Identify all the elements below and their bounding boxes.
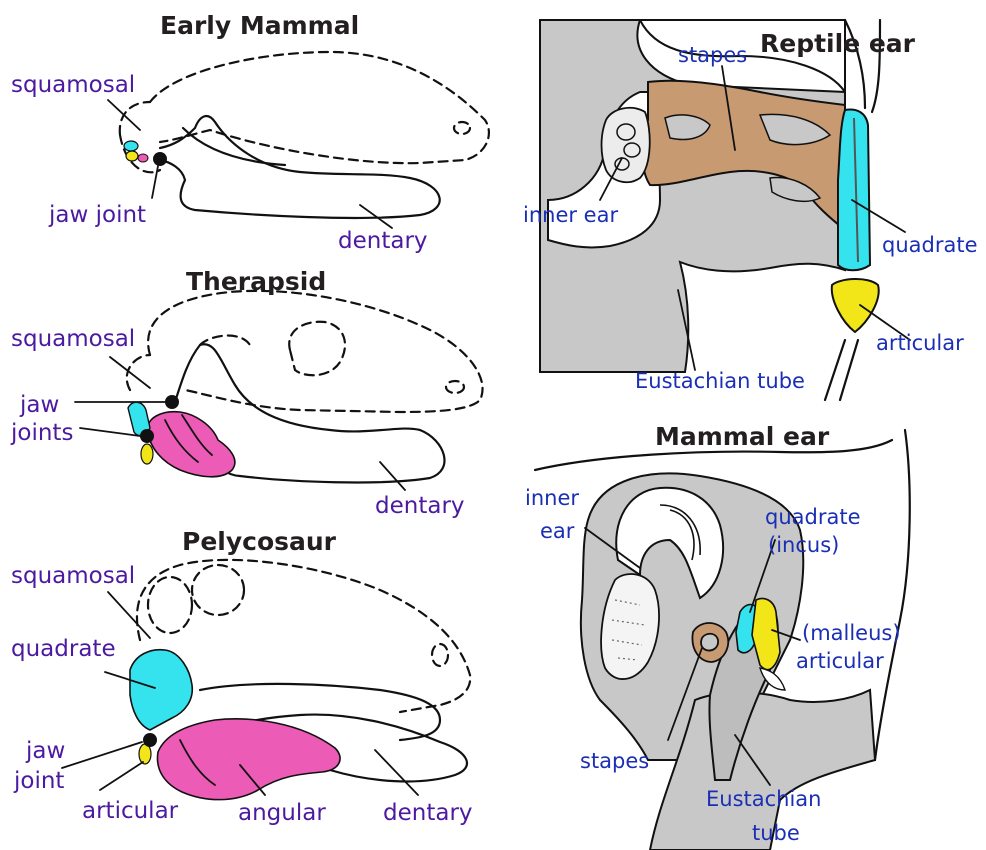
- mammal-ear-quadrate-label-line2: (incus): [768, 533, 839, 557]
- mammal-ear-inner-label-line2: ear: [540, 519, 575, 543]
- therapsid-dentary-label: dentary: [375, 493, 465, 519]
- mammal-ear-articular-label: articular: [796, 649, 884, 673]
- therapsid-pink-angular: [148, 412, 235, 477]
- reptile-ear-title: Reptile ear: [760, 29, 916, 58]
- therapsid-jaw-leader-2: [80, 428, 140, 436]
- pelycosaur-jaw-label-line1: jaw: [25, 738, 65, 764]
- early-mammal-jaw-joint-dot: [153, 152, 167, 166]
- early-mammal-skull-outline: [150, 52, 489, 163]
- mammal-ear-malleus-label: (malleus): [802, 621, 901, 645]
- pelycosaur-pink-angular: [157, 719, 340, 800]
- pelycosaur-articular-leader: [100, 762, 143, 790]
- pelycosaur-quadrate-label: quadrate: [11, 636, 116, 662]
- pelycosaur-angular-label: angular: [238, 800, 326, 826]
- therapsid-inner-jaw: [200, 336, 250, 345]
- pelycosaur-dentary-leader: [375, 750, 418, 795]
- therapsid-orbit: [289, 322, 345, 376]
- early-mammal-panel: Early Mammal squamosal jaw joint dentary: [11, 11, 489, 254]
- therapsid-jaw-label-line2: joints: [10, 420, 73, 446]
- mammal-ear-panel: Mammal ear inner ear quadrate (incus) (m…: [525, 422, 910, 850]
- therapsid-jaw-joint-dot-upper: [165, 395, 179, 409]
- therapsid-yellow-articular: [141, 444, 153, 464]
- mammal-ear-title: Mammal ear: [655, 422, 830, 451]
- pelycosaur-title: Pelycosaur: [182, 527, 337, 556]
- pelycosaur-panel: Pelycosaur squamosal quadrate jaw joint …: [11, 527, 473, 826]
- therapsid-squamosal-leader: [110, 357, 150, 388]
- early-mammal-title: Early Mammal: [160, 11, 359, 40]
- therapsid-skull-outline: [148, 291, 482, 412]
- pelycosaur-nostril: [432, 644, 448, 666]
- early-mammal-pink-bone: [138, 154, 148, 162]
- pelycosaur-jaw-joint-dot: [143, 733, 157, 747]
- pelycosaur-squamosal-leader: [108, 592, 150, 638]
- reptile-ear-lower-jaw-bar: [825, 340, 858, 400]
- therapsid-jaw-label-line1: jaw: [19, 392, 59, 418]
- pelycosaur-yellow-articular: [139, 744, 151, 764]
- therapsid-nostril: [446, 381, 464, 393]
- early-mammal-yellow-bone: [126, 151, 138, 161]
- early-mammal-cyan-bone: [124, 141, 138, 151]
- reptile-ear-quadrate-label: quadrate: [882, 233, 978, 257]
- reptile-ear-articular-label: articular: [876, 331, 964, 355]
- pelycosaur-squamosal-label: squamosal: [11, 563, 135, 589]
- pelycosaur-orbit-1: [192, 565, 244, 615]
- pelycosaur-cyan-quadrate: [130, 650, 192, 730]
- early-mammal-jaw-joint-label: jaw joint: [48, 202, 146, 228]
- reptile-ear-stapes-label: stapes: [678, 43, 747, 67]
- therapsid-panel: Therapsid squamosal jaw joints dentary: [10, 267, 483, 519]
- reptile-ear-eustachian-label: Eustachian tube: [635, 369, 805, 393]
- mammal-ear-stapes-label: stapes: [580, 749, 649, 773]
- therapsid-title: Therapsid: [186, 267, 326, 296]
- early-mammal-dentary-label: dentary: [338, 228, 428, 254]
- mammal-ear-quadrate-label-line1: quadrate: [765, 505, 861, 529]
- pelycosaur-jaw-joint-leader: [62, 742, 142, 768]
- pelycosaur-jaw-label-line2: joint: [13, 768, 64, 794]
- pelycosaur-articular-label: articular: [82, 798, 179, 824]
- reptile-ear-inner-ear-label: inner ear: [523, 203, 618, 227]
- reptile-ear-panel: Reptile ear stapes inner ear quadrate ar…: [523, 20, 978, 400]
- therapsid-dentary-leader: [380, 462, 405, 490]
- mammal-ear-eustachian-label-line2: tube: [752, 821, 800, 845]
- mammal-ear-eustachian-label-line1: Eustachian: [706, 787, 822, 811]
- mammal-ear-right-contour: [875, 430, 910, 760]
- early-mammal-squamosal-label: squamosal: [11, 72, 135, 98]
- therapsid-jaw-joint-dot-lower: [140, 429, 154, 443]
- reptile-ear-yellow-articular: [832, 279, 879, 332]
- mammal-ear-inner-label-line1: inner: [525, 486, 579, 510]
- therapsid-squamosal-label: squamosal: [11, 326, 135, 352]
- pelycosaur-dentary-label: dentary: [383, 800, 473, 826]
- early-mammal-orbit: [454, 122, 470, 134]
- pelycosaur-orbit-2: [148, 577, 192, 633]
- early-mammal-coronoid: [183, 128, 285, 165]
- early-mammal-jaw-joint-leader: [152, 166, 158, 198]
